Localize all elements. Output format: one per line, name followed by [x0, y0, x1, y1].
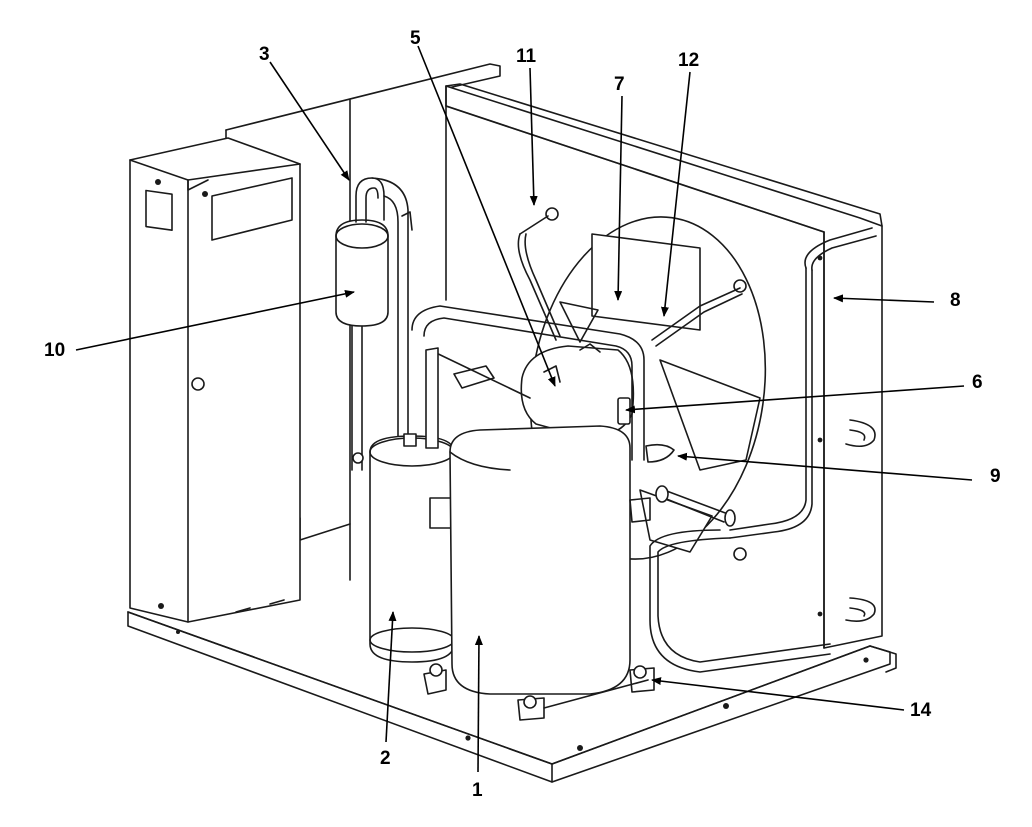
callout-8: 8 [950, 290, 961, 311]
leader-14 [651, 677, 905, 711]
callout-5: 5 [410, 28, 421, 49]
leader-1 [474, 635, 483, 773]
callout-3: 3 [259, 44, 270, 65]
leader-5 [417, 45, 556, 387]
leader-11 [529, 67, 538, 206]
leader-10 [75, 289, 355, 351]
base-plate [127, 611, 897, 783]
accumulator [369, 347, 455, 663]
condenser-coil [445, 83, 883, 649]
leader-2 [385, 611, 397, 743]
refrigerant-piping [411, 215, 877, 673]
fan-motor [520, 343, 635, 438]
callout-7: 7 [614, 74, 625, 95]
callout-6: 6 [972, 372, 983, 393]
callout-2: 2 [380, 748, 391, 769]
receiver-drier [335, 177, 413, 471]
compressor [423, 425, 655, 721]
leader-lines [75, 45, 973, 773]
leader-9 [677, 452, 973, 481]
callout-9: 9 [990, 466, 1001, 487]
leader-8 [833, 294, 935, 303]
leader-3 [269, 61, 350, 181]
leader-7 [614, 95, 623, 301]
callout-12: 12 [678, 50, 699, 71]
callout-14: 14 [910, 700, 932, 721]
electrical-box [129, 137, 301, 623]
leader-6 [625, 385, 965, 414]
service-valve [629, 443, 675, 523]
callout-10: 10 [44, 340, 65, 361]
callout-11: 11 [516, 46, 537, 67]
leader-12 [660, 71, 691, 317]
callout-labels: 3 5 11 7 12 8 10 6 9 2 1 14 [44, 28, 1001, 801]
callout-1: 1 [472, 780, 483, 801]
